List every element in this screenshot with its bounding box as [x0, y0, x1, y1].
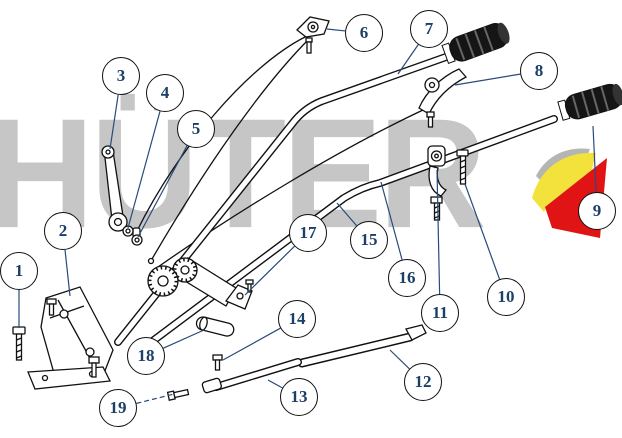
callout-11: 11 — [421, 294, 459, 332]
handle-grip-left — [441, 22, 510, 65]
throttle-latch — [296, 16, 330, 54]
mounting-bracket — [27, 286, 114, 390]
leader-line-6 — [326, 28, 346, 32]
leader-line-9 — [592, 125, 597, 193]
callout-label-4: 4 — [160, 83, 170, 102]
callout-label-16: 16 — [398, 268, 416, 287]
leader-line-19 — [136, 393, 175, 404]
callout-6: 6 — [345, 14, 383, 52]
bolt-part-10 — [456, 149, 469, 185]
callout-17: 17 — [289, 214, 327, 252]
leader-line-2 — [64, 249, 71, 297]
clutch-lever — [418, 68, 468, 128]
callout-18: 18 — [127, 337, 165, 375]
leader-line-15 — [336, 202, 358, 227]
cotter-pin — [166, 388, 190, 401]
leader-line-18 — [163, 329, 205, 349]
callout-2: 2 — [44, 212, 82, 250]
callout-label-18: 18 — [137, 346, 155, 365]
callout-label-1: 1 — [14, 261, 24, 280]
leader-line-11 — [436, 169, 441, 295]
leader-line-13 — [267, 379, 283, 389]
fold-joint — [147, 257, 237, 307]
callout-12: 12 — [404, 363, 442, 401]
callout-14: 14 — [278, 300, 316, 338]
leader-line-7 — [397, 44, 419, 75]
callout-label-6: 6 — [359, 23, 369, 42]
callout-3: 3 — [102, 57, 140, 95]
callout-10: 10 — [487, 278, 525, 316]
callout-label-2: 2 — [58, 221, 68, 240]
callout-label-12: 12 — [414, 372, 432, 391]
pivot-pin — [195, 316, 235, 337]
callout-label-5: 5 — [191, 119, 201, 138]
leader-line-10 — [464, 183, 501, 280]
leader-line-16 — [380, 181, 403, 260]
lower-tube-right — [297, 324, 427, 368]
callout-label-13: 13 — [290, 387, 308, 406]
leader-line-4 — [127, 111, 161, 229]
callout-16: 16 — [388, 259, 426, 297]
callout-15: 15 — [350, 221, 388, 259]
lower-tube-left — [201, 354, 302, 394]
handlebar-tube-upper — [114, 53, 450, 346]
leader-line-12 — [389, 349, 410, 370]
handlebar-tube-lower — [134, 115, 558, 356]
leader-line-3 — [109, 94, 119, 150]
callout-label-9: 9 — [592, 201, 602, 220]
callout-label-7: 7 — [424, 19, 434, 38]
handle-grip-right — [557, 83, 622, 121]
callout-label-15: 15 — [360, 230, 378, 249]
callout-label-19: 19 — [109, 398, 127, 417]
callout-5: 5 — [177, 110, 215, 148]
callout-19: 19 — [99, 389, 137, 427]
callout-label-17: 17 — [299, 223, 317, 242]
callout-7: 7 — [410, 10, 448, 48]
callout-label-8: 8 — [534, 61, 544, 80]
leader-line-14 — [222, 327, 281, 361]
leader-line-8 — [454, 73, 521, 86]
leader-line-17 — [244, 245, 295, 296]
callout-label-11: 11 — [431, 303, 449, 322]
callout-13: 13 — [280, 378, 318, 416]
adjuster-rod — [101, 145, 143, 246]
callout-1: 1 — [0, 252, 38, 290]
cable-guide-bracket — [224, 279, 254, 310]
callout-label-3: 3 — [116, 66, 126, 85]
callout-8: 8 — [520, 52, 558, 90]
callout-9: 9 — [578, 192, 616, 230]
callout-4: 4 — [146, 74, 184, 112]
callout-label-10: 10 — [497, 287, 515, 306]
leader-line-5 — [137, 145, 188, 238]
callout-label-14: 14 — [288, 309, 306, 328]
